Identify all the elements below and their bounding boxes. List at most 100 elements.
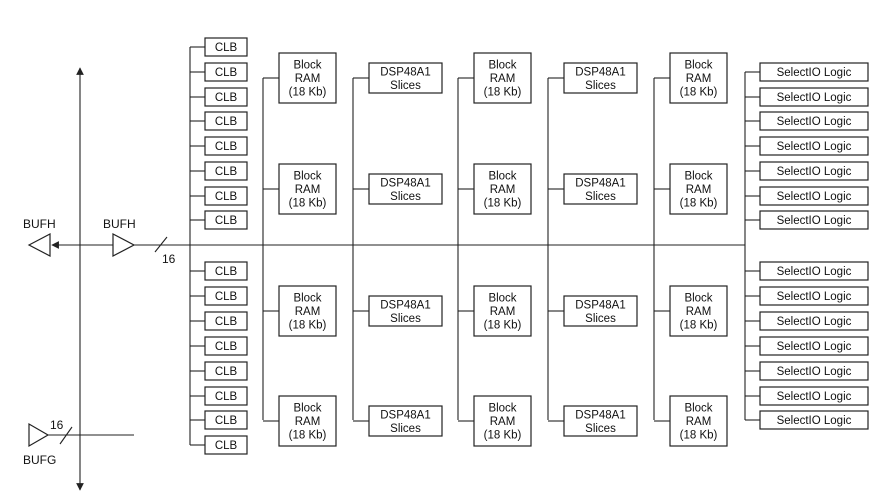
block-ram-label: RAM — [686, 416, 712, 428]
clb-block-label: CLB — [215, 141, 238, 153]
block-ram-label: (18 Kb) — [289, 430, 327, 442]
selectio-logic: SelectIO Logic — [759, 186, 869, 206]
block-ram-box — [473, 395, 532, 447]
bus-width-g-label: 16 — [50, 418, 64, 432]
clb-block: CLB — [204, 136, 248, 156]
block-ram-label: Block — [684, 60, 712, 72]
dsp48a1-slices-label: Slices — [390, 191, 421, 203]
clb-block: CLB — [204, 62, 248, 82]
dsp48a1-slices-label: DSP48A1 — [380, 409, 431, 421]
block-ram-label: Block — [684, 171, 712, 183]
dsp48a1-slices-label: DSP48A1 — [575, 299, 626, 311]
selectio-logic-box — [759, 261, 869, 281]
clb-block-box — [204, 435, 248, 455]
block-ram-label: (18 Kb) — [680, 320, 718, 332]
selectio-logic-box — [759, 286, 869, 306]
clb-block-label: CLB — [215, 366, 238, 378]
dsp48a1-slices-box — [563, 62, 638, 94]
block-ram-label: (18 Kb) — [680, 87, 718, 99]
selectio-logic-box — [759, 186, 869, 206]
dsp48a1-slices-box — [368, 62, 443, 94]
clb-block-box — [204, 186, 248, 206]
block-ram-box — [278, 52, 337, 104]
clb-block-box — [204, 361, 248, 381]
clb-block: CLB — [204, 87, 248, 107]
clb-block-box — [204, 336, 248, 356]
clb-block-box — [204, 410, 248, 430]
selectio-logic-label: SelectIO Logic — [777, 215, 852, 227]
block-ram-label: RAM — [295, 184, 321, 196]
selectio-logic-label: SelectIO Logic — [777, 391, 852, 403]
clb-block: CLB — [204, 186, 248, 206]
block-ram-label: Block — [293, 293, 321, 305]
block-ram-box — [669, 52, 728, 104]
block-ram-label: (18 Kb) — [680, 198, 718, 210]
selectio-logic-box — [759, 62, 869, 82]
selectio-logic: SelectIO Logic — [759, 386, 869, 406]
clb-block: CLB — [204, 435, 248, 455]
clb-block-box — [204, 87, 248, 107]
selectio-logic-box — [759, 87, 869, 107]
selectio-logic-label: SelectIO Logic — [777, 366, 852, 378]
selectio-logic: SelectIO Logic — [759, 311, 869, 331]
selectio-logic-label: SelectIO Logic — [777, 415, 852, 427]
block-ram-box — [278, 285, 337, 337]
block-ram-box — [669, 285, 728, 337]
selectio-logic: SelectIO Logic — [759, 161, 869, 181]
selectio-logic-box — [759, 136, 869, 156]
clb-block-label: CLB — [215, 341, 238, 353]
clb-block-box — [204, 386, 248, 406]
selectio-logic-label: SelectIO Logic — [777, 67, 852, 79]
clb-block-box — [204, 111, 248, 131]
selectio-logic-box — [759, 311, 869, 331]
dsp48a1-slices-box — [368, 405, 443, 437]
bufh-left-label: BUFH — [23, 217, 56, 231]
clb-block: CLB — [204, 261, 248, 281]
selectio-logic-box — [759, 111, 869, 131]
block-ram-box — [473, 285, 532, 337]
block-ram-box — [473, 52, 532, 104]
dsp48a1-slices-label: Slices — [585, 80, 616, 92]
selectio-logic-box — [759, 410, 869, 430]
block-ram-box — [473, 163, 532, 215]
dsp48a1-slices-box — [563, 295, 638, 327]
block-ram-label: Block — [488, 403, 516, 415]
dsp48a1-slices-box — [368, 295, 443, 327]
dsp48a1-slices-box — [368, 173, 443, 205]
block-ram-label: RAM — [490, 416, 516, 428]
block-ram-label: (18 Kb) — [289, 198, 327, 210]
clb-block: CLB — [204, 410, 248, 430]
block-ram-label: RAM — [295, 73, 321, 85]
block-ram-label: RAM — [686, 73, 712, 85]
selectio-logic: SelectIO Logic — [759, 62, 869, 82]
selectio-logic-label: SelectIO Logic — [777, 141, 852, 153]
block-ram-label: RAM — [295, 416, 321, 428]
selectio-logic-box — [759, 161, 869, 181]
dsp48a1-slices-label: DSP48A1 — [575, 66, 626, 78]
bufh-mid-label: BUFH — [103, 217, 136, 231]
clb-block-label: CLB — [215, 116, 238, 128]
clb-block-label: CLB — [215, 215, 238, 227]
dsp48a1-slices-label: Slices — [585, 313, 616, 325]
block-ram-label: (18 Kb) — [484, 320, 522, 332]
clb-block-box — [204, 311, 248, 331]
clb-block-box — [204, 161, 248, 181]
selectio-logic: SelectIO Logic — [759, 111, 869, 131]
clb-block-label: CLB — [215, 67, 238, 79]
block-ram-box — [278, 395, 337, 447]
